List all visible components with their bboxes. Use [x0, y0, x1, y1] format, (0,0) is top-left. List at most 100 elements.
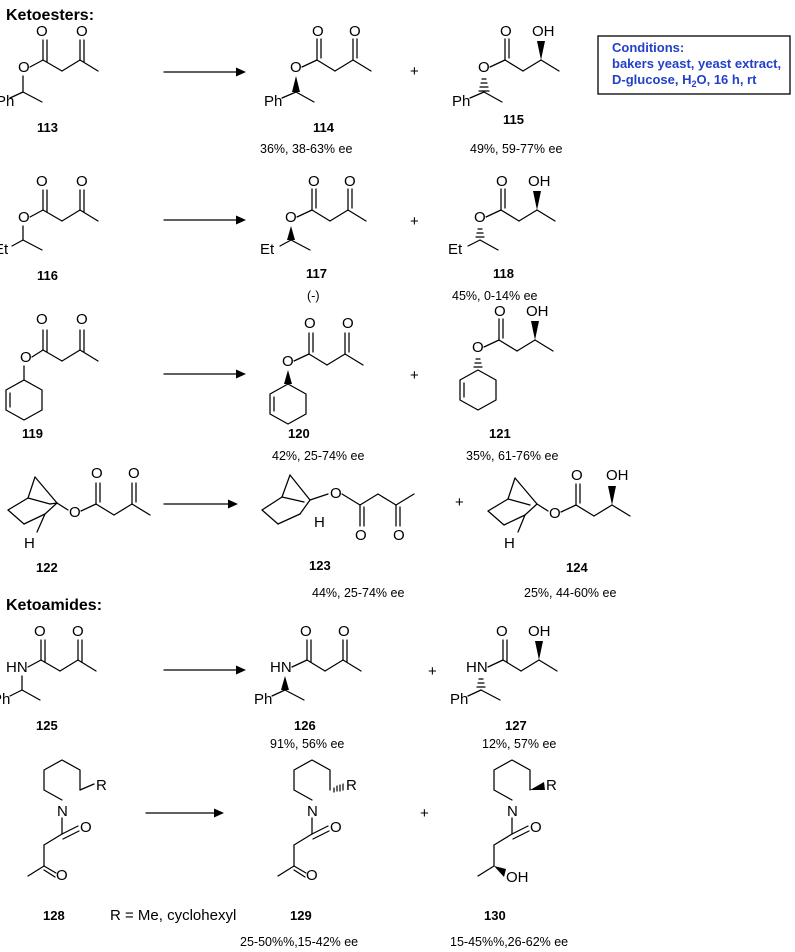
compound-number-124: 124	[566, 560, 588, 575]
molecule-130: R N O OH	[477, 759, 557, 886]
heading-ketoamides: Ketoamides:	[6, 597, 102, 614]
molecule-119: O O O	[5, 311, 99, 421]
molecule-115: O O OH Ph	[452, 23, 560, 110]
svg-text:O: O	[36, 23, 48, 40]
reaction-arrow-4	[163, 499, 238, 509]
conditions-title: Conditions:	[612, 40, 684, 55]
svg-text:O: O	[496, 173, 508, 190]
svg-text:O: O	[300, 623, 312, 640]
molecule-122: H O O O	[7, 465, 151, 552]
compound-number-116: 116	[37, 268, 58, 283]
svg-text:OH: OH	[606, 467, 629, 484]
molecule-118: O O OH Et	[448, 173, 556, 258]
compound-number-115: 115	[503, 112, 524, 127]
yield-130: 15-45%%,26-62% ee	[450, 935, 568, 949]
svg-text:O: O	[34, 623, 46, 640]
svg-text:O: O	[349, 23, 361, 40]
yield-127: 12%, 57% ee	[482, 737, 556, 751]
svg-text:O: O	[36, 311, 48, 328]
compound-number-125: 125	[36, 718, 58, 733]
yield-126: 91%, 56% ee	[270, 737, 344, 751]
molecule-120: O O O	[269, 315, 364, 425]
compound-number-117: 117	[306, 266, 327, 281]
plus-sign-2: +	[410, 213, 419, 230]
molecule-129: R N O O	[277, 759, 357, 884]
svg-text:O: O	[474, 209, 486, 226]
svg-text:Et: Et	[260, 241, 275, 258]
svg-text:O: O	[285, 209, 297, 226]
yield-118: 45%, 0-14% ee	[452, 289, 538, 303]
svg-text:O: O	[393, 527, 405, 544]
molecule-125: HN O O Ph	[0, 623, 97, 708]
svg-text:O: O	[76, 173, 88, 190]
compound-number-113: 113	[37, 120, 58, 135]
svg-text:O: O	[69, 504, 81, 521]
svg-text:O: O	[306, 867, 318, 884]
molecule-121: O O OH	[459, 303, 554, 411]
reaction-arrow-3	[163, 369, 246, 379]
yield-114: 36%, 38-63% ee	[260, 142, 352, 156]
heading-ketoesters: Ketoesters:	[6, 7, 94, 24]
svg-text:O: O	[342, 315, 354, 332]
plus-sign-6: +	[420, 805, 429, 822]
compound-number-126: 126	[294, 718, 316, 733]
yield-117: (-)	[307, 289, 320, 303]
svg-text:O: O	[549, 505, 561, 522]
reaction-arrow-5	[163, 665, 246, 675]
plus-sign-5: +	[428, 663, 437, 680]
svg-text:HN: HN	[270, 659, 292, 676]
compound-number-118: 118	[493, 266, 514, 281]
compound-number-121: 121	[489, 426, 511, 441]
molecule-116: O O O Et	[0, 173, 99, 258]
svg-text:N: N	[307, 803, 318, 820]
molecule-126: HN O O Ph	[254, 623, 362, 708]
svg-text:OH: OH	[526, 303, 549, 320]
svg-text:O: O	[478, 59, 490, 76]
compound-number-128: 128	[43, 908, 65, 923]
r-group-definition: R = Me, cyclohexyl	[110, 907, 236, 924]
yield-121: 35%, 61-76% ee	[466, 449, 558, 463]
svg-text:O: O	[500, 23, 512, 40]
reaction-arrow-6	[145, 808, 224, 818]
plus-sign-3: +	[410, 367, 419, 384]
svg-text:Et: Et	[448, 241, 463, 258]
compound-number-114: 114	[313, 120, 335, 135]
svg-text:O: O	[128, 465, 140, 482]
svg-text:O: O	[18, 59, 30, 76]
svg-text:Ph: Ph	[0, 93, 14, 110]
svg-text:O: O	[312, 23, 324, 40]
svg-text:O: O	[91, 465, 103, 482]
svg-text:H: H	[314, 514, 325, 531]
svg-text:O: O	[494, 303, 506, 320]
molecule-123: H O O O	[261, 474, 415, 544]
svg-text:OH: OH	[506, 869, 529, 886]
compound-number-127: 127	[505, 718, 527, 733]
svg-text:O: O	[330, 485, 342, 502]
svg-text:O: O	[76, 23, 88, 40]
conditions-box: Conditions: bakers yeast, yeast extract,…	[597, 35, 791, 95]
svg-text:Ph: Ph	[452, 93, 470, 110]
svg-text:R: R	[96, 777, 107, 794]
yield-124: 25%, 44-60% ee	[524, 586, 616, 600]
svg-text:O: O	[472, 339, 484, 356]
svg-text:HN: HN	[6, 659, 28, 676]
molecule-114: O O O Ph	[264, 23, 372, 110]
plus-sign-4: +	[455, 494, 464, 511]
svg-text:Ph: Ph	[254, 691, 272, 708]
svg-text:O: O	[72, 623, 84, 640]
svg-text:O: O	[496, 623, 508, 640]
yield-115: 49%, 59-77% ee	[470, 142, 562, 156]
svg-text:O: O	[330, 819, 342, 836]
svg-text:O: O	[18, 209, 30, 226]
svg-text:O: O	[304, 315, 316, 332]
svg-text:OH: OH	[528, 173, 551, 190]
yield-129: 25-50%%,15-42% ee	[240, 935, 358, 949]
yield-120: 42%, 25-74% ee	[272, 449, 364, 463]
molecule-113: O O O Ph	[0, 23, 99, 110]
svg-text:O: O	[20, 349, 32, 366]
svg-text:R: R	[346, 777, 357, 794]
svg-text:H: H	[24, 535, 35, 552]
compound-number-119: 119	[22, 426, 43, 441]
plus-sign-1: +	[410, 63, 419, 80]
